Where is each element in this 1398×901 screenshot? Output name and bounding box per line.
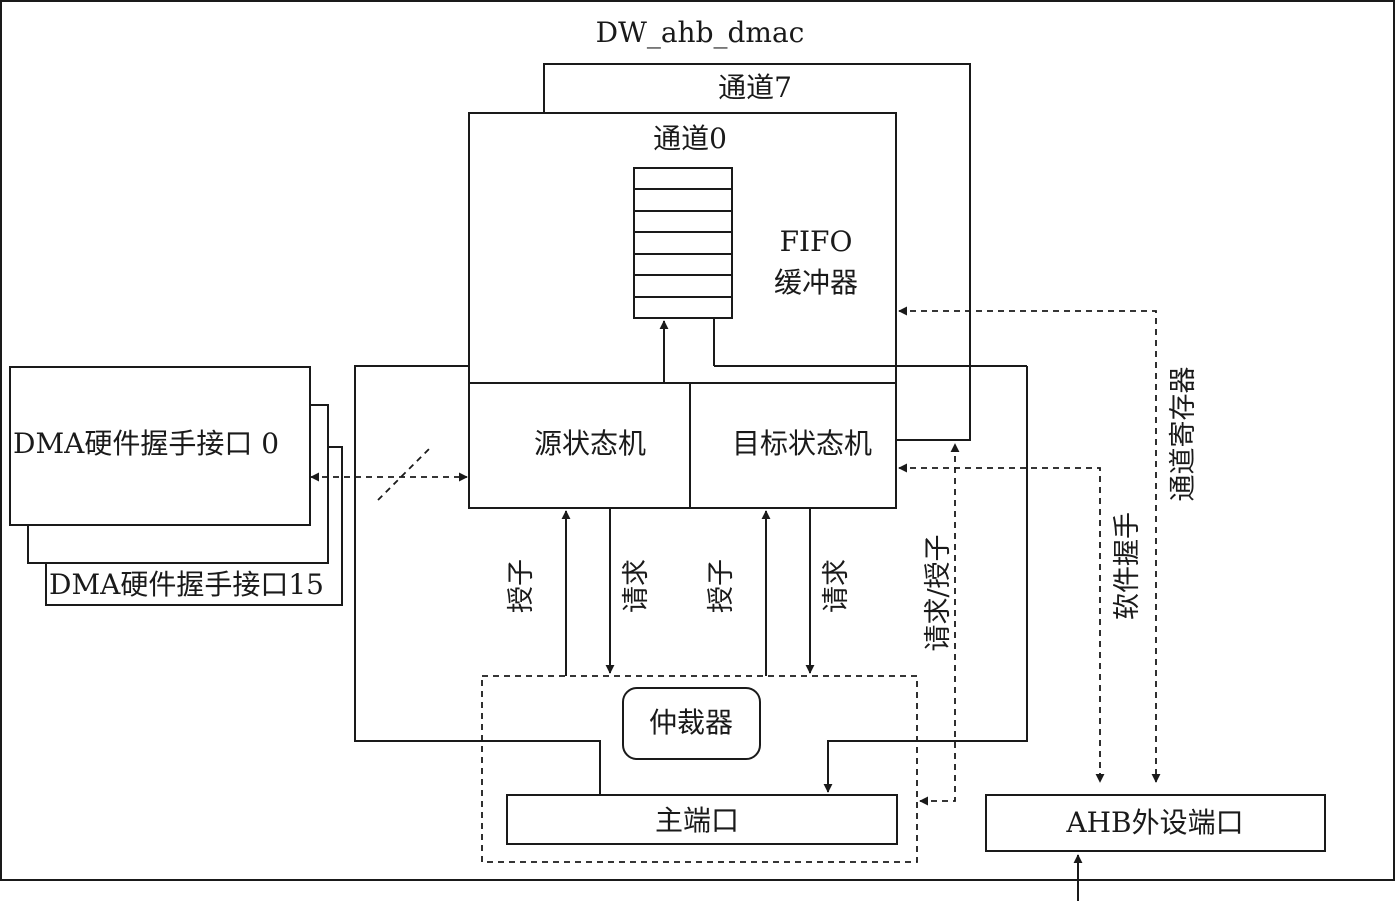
src-fsm-label: 源状态机 xyxy=(534,427,646,460)
sw-handshake-label: 软件握手 xyxy=(1112,512,1143,620)
ahb-port-label: AHB外设端口 xyxy=(1065,806,1243,839)
arbiter-label: 仲裁器 xyxy=(649,706,733,739)
channel7-label: 通道7 xyxy=(718,71,792,104)
ch-registers-path xyxy=(898,306,1161,783)
ahb-port-box xyxy=(985,794,1326,852)
ch-registers-label: 通道寄存器 xyxy=(1168,367,1199,502)
dst-grant-label: 授子 xyxy=(706,559,737,613)
dma-hs-iface-back-label: DMA硬件握手接口15 xyxy=(49,568,324,601)
fifo-buffer xyxy=(633,167,733,319)
dst-request-label: 请求 xyxy=(821,559,852,613)
master-port-label: 主端口 xyxy=(655,804,739,837)
dma-hs-iface-front xyxy=(9,366,311,526)
dmac-outer-frame xyxy=(0,0,1395,881)
req-grant-label: 请求/授子 xyxy=(923,534,954,651)
dst-fsm-label: 目标状态机 xyxy=(732,427,872,460)
bus-slash xyxy=(377,445,433,501)
master-port-left-path xyxy=(354,365,601,795)
channel0-label: 通道0 xyxy=(653,122,727,155)
src-grant-label: 授子 xyxy=(506,559,537,613)
master-port-box xyxy=(506,794,898,845)
fifo-label-line2: 缓冲器 xyxy=(774,266,858,299)
dma-hs-iface-front-label: DMA硬件握手接口 0 xyxy=(13,427,279,460)
src-request-label: 请求 xyxy=(621,559,652,613)
req-grant-path xyxy=(919,443,960,806)
dmac-title: DW_ahb_dmac xyxy=(596,16,805,49)
arbiter-box xyxy=(622,687,761,760)
fifo-label-line1: FIFO xyxy=(780,225,853,258)
